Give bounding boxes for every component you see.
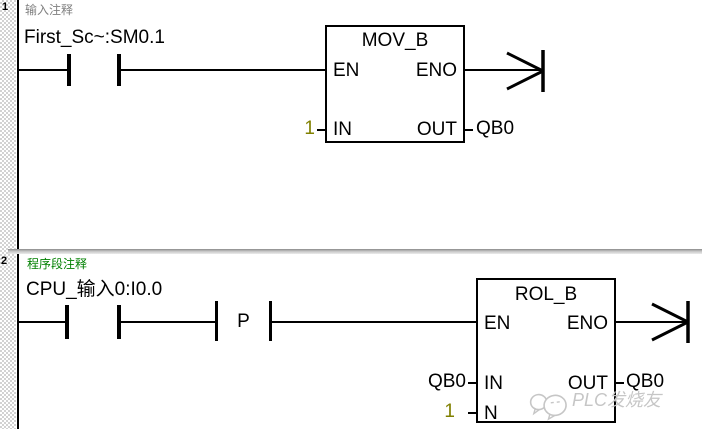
power-rail	[17, 0, 19, 249]
wire	[121, 69, 325, 71]
wire	[19, 321, 65, 323]
function-block-rol-b[interactable]: ROL_B EN ENO IN OUT N	[476, 278, 616, 423]
block-title: MOV_B	[361, 30, 429, 51]
pin-stub	[468, 412, 476, 414]
network-comment[interactable]: 程序段注释	[27, 257, 88, 271]
pin-stub	[616, 382, 624, 384]
contact-bar	[117, 54, 121, 86]
contact-bar	[67, 54, 71, 86]
pin-out-label: OUT	[416, 119, 457, 140]
pin-eno-label: ENO	[566, 313, 608, 334]
wire	[465, 69, 542, 71]
pin-out-label: OUT	[567, 373, 608, 394]
pin-en-label: EN	[484, 313, 511, 334]
out-operand[interactable]: QB0	[626, 371, 665, 392]
contact-operand-label[interactable]: CPU_输入0:I0.0	[26, 279, 163, 300]
contact-bar	[117, 305, 121, 339]
wire	[19, 69, 67, 71]
network-separator	[8, 249, 702, 254]
pin-eno-label: ENO	[415, 60, 457, 81]
pin-en-label: EN	[333, 60, 360, 81]
network-number: 1	[2, 1, 9, 13]
network-number: 2	[1, 255, 8, 267]
network-gutter	[0, 0, 16, 429]
n-operand[interactable]: 1	[444, 401, 455, 422]
pin-in-label: IN	[484, 373, 503, 394]
function-block-mov-b[interactable]: MOV_B EN ENO IN OUT	[325, 25, 465, 143]
continuation-arrow-icon	[651, 301, 690, 343]
chat-bubbles-icon	[529, 393, 567, 421]
contact-bar	[65, 305, 69, 339]
power-rail	[17, 254, 19, 429]
in-operand[interactable]: 1	[304, 118, 315, 139]
in-operand[interactable]: QB0	[427, 371, 466, 392]
contact-operand-label[interactable]: First_Sc~:SM0.1	[24, 27, 165, 48]
out-operand[interactable]: QB0	[476, 118, 515, 139]
pin-stub	[317, 129, 325, 131]
continuation-arrow-icon	[506, 50, 545, 92]
pin-stub	[465, 129, 473, 131]
watermark-text: PLC发烧友	[572, 390, 662, 410]
edge-contact-letter: P	[237, 311, 250, 332]
contact-bar	[269, 301, 272, 341]
network-comment[interactable]: 输入注释	[25, 3, 74, 17]
wire	[272, 321, 476, 323]
contact-bar	[215, 301, 218, 341]
pin-in-label: IN	[333, 119, 352, 140]
pin-n-label: N	[484, 403, 498, 424]
block-title: ROL_B	[514, 284, 578, 305]
pin-stub	[468, 382, 476, 384]
wire	[121, 321, 215, 323]
wire	[616, 321, 687, 323]
